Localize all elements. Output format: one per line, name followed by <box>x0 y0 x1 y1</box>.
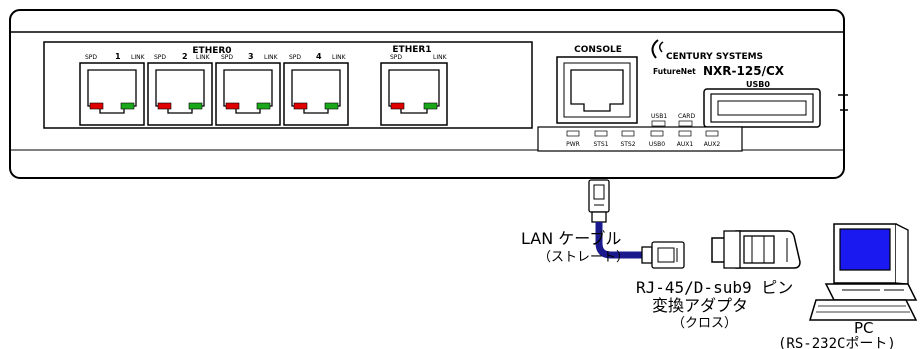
led-aux2-label: AUX2 <box>704 141 721 148</box>
led-sts1-label: STS1 <box>593 141 608 148</box>
ether1-port <box>380 62 448 126</box>
ether0-port-captions: SPD 1 LINK SPD 2 LINK SPD 3 LINK SPD 4 L… <box>85 52 347 61</box>
product-prefix: FutureNet <box>653 67 696 76</box>
port1-link-label: LINK <box>131 54 146 61</box>
port3-number: 3 <box>248 52 254 61</box>
port4-link-led <box>324 102 339 110</box>
lan-cable-label: LAN ケーブル <box>521 229 621 248</box>
port1-spd-label: SPD <box>85 54 97 61</box>
port1-link-led <box>120 102 135 110</box>
lan-cable <box>588 179 685 269</box>
ether1-link-label: LINK <box>433 54 448 61</box>
ether0-port-3 <box>215 62 281 126</box>
port1-number: 1 <box>115 52 121 61</box>
port2-spd-label: SPD <box>154 54 166 61</box>
adapter-label-line1: RJ-45/D-sub9 ピン <box>636 278 793 297</box>
product-model: NXR-125/CX <box>703 64 785 78</box>
port3-speed-led <box>225 102 240 110</box>
port1-speed-led <box>89 102 104 110</box>
port4-speed-led <box>293 102 308 110</box>
ether0-label: ETHER0 <box>192 46 231 56</box>
ether0-port-2 <box>147 62 213 126</box>
port3-link-label: LINK <box>264 54 279 61</box>
led-sts2-label: STS2 <box>620 141 635 148</box>
led-aux1-label: AUX1 <box>677 141 694 148</box>
console-port <box>556 56 638 124</box>
port3-link-led <box>256 102 271 110</box>
port2-link-led <box>188 102 203 110</box>
ether1-speed-led <box>390 102 405 110</box>
usb0-port <box>703 88 821 128</box>
usb0-label: USB0 <box>746 80 770 89</box>
brand-logo <box>651 39 664 59</box>
ether0-port-4 <box>283 62 349 126</box>
card-label: CARD <box>678 113 695 120</box>
port4-number: 4 <box>316 52 322 61</box>
port3-spd-label: SPD <box>221 54 233 61</box>
adapter-sublabel: （クロス） <box>672 316 737 331</box>
port2-link-label: LINK <box>196 54 211 61</box>
usb1-card-indicators <box>651 120 693 127</box>
ether1-link-led <box>423 102 438 110</box>
pc-sublabel: (RS-232Cポート) <box>778 336 896 349</box>
port4-link-label: LINK <box>332 54 347 61</box>
adapter-label-line2: 変換アダプタ <box>652 296 748 315</box>
ether0-port-1 <box>79 62 145 126</box>
pc-label: PC <box>854 319 874 337</box>
status-led-panel <box>537 126 743 152</box>
port2-speed-led <box>157 102 172 110</box>
lan-cable-sublabel: （ストレート） <box>538 250 629 265</box>
console-label: CONSOLE <box>574 45 622 55</box>
brand-name: CENTURY SYSTEMS <box>666 52 763 62</box>
led-usb0-label: USB0 <box>649 141 665 148</box>
port2-number: 2 <box>182 52 188 61</box>
usb1-label: USB1 <box>651 113 667 120</box>
port4-spd-label: SPD <box>289 54 301 61</box>
pc-illustration <box>808 223 918 321</box>
ether1-label: ETHER1 <box>392 45 431 55</box>
led-pwr-label: PWR <box>566 141 580 148</box>
ether1-spd-label: SPD <box>390 54 402 61</box>
rj45-dsub9-adapter <box>711 230 801 269</box>
